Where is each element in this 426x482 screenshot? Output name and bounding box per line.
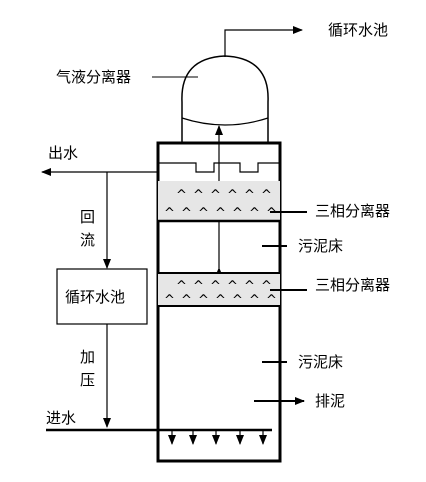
- gas-liquid-separator-dome: [181, 55, 269, 143]
- label-three-phase-separator-upper: 三相分离器: [315, 202, 390, 220]
- svg-text:^: ^: [198, 293, 209, 308]
- three-phase-separator-lower: [158, 274, 280, 306]
- svg-text:^: ^: [244, 188, 255, 203]
- svg-text:^: ^: [198, 206, 209, 221]
- svg-text:^: ^: [261, 279, 272, 294]
- label-circulation-pool-top: 循环水池: [328, 21, 388, 39]
- svg-text:^: ^: [181, 206, 192, 221]
- label-reflux-2: 流: [80, 231, 95, 249]
- svg-text:^: ^: [210, 188, 221, 203]
- circulation-pool-box: [56, 268, 148, 325]
- label-sludge-bed-lower: 污泥床: [298, 353, 343, 371]
- gas-line: [224, 26, 303, 57]
- svg-text:^: ^: [232, 293, 243, 308]
- svg-text:^: ^: [244, 279, 255, 294]
- label-sludge-discharge: 排泥: [315, 392, 345, 410]
- outlet-weir: [158, 162, 280, 173]
- svg-text:^: ^: [227, 188, 238, 203]
- svg-text:^: ^: [210, 279, 221, 294]
- separator-dome-inner-curve: [181, 117, 269, 126]
- label-circulation-pool-box: 循环水池: [65, 288, 125, 306]
- svg-text:^: ^: [164, 206, 175, 221]
- three-phase-separator-upper: [158, 181, 280, 221]
- svg-text:^: ^: [266, 206, 277, 221]
- svg-text:^: ^: [249, 293, 260, 308]
- label-inlet-water: 进水: [46, 409, 76, 427]
- label-sludge-bed-upper: 污泥床: [298, 237, 343, 255]
- svg-text:^: ^: [232, 206, 243, 221]
- inlet-distributor: [168, 430, 267, 445]
- label-pressurize-1: 加: [80, 348, 95, 366]
- separator-upper-pattern: ^^^^^^ ^^^^^^^: [164, 188, 277, 221]
- separator-lower-pattern: ^^^^^^ ^^^^^^^: [164, 279, 277, 308]
- svg-text:^: ^: [193, 279, 204, 294]
- svg-text:^: ^: [215, 206, 226, 221]
- svg-text:^: ^: [266, 293, 277, 308]
- svg-text:^: ^: [193, 188, 204, 203]
- label-three-phase-separator-lower: 三相分离器: [315, 276, 390, 294]
- svg-text:^: ^: [261, 188, 272, 203]
- svg-text:^: ^: [227, 279, 238, 294]
- label-outlet-water: 出水: [48, 144, 78, 162]
- svg-text:^: ^: [249, 206, 260, 221]
- svg-text:^: ^: [164, 293, 175, 308]
- svg-text:^: ^: [176, 279, 187, 294]
- svg-text:^: ^: [176, 188, 187, 203]
- label-gas-liquid-separator: 气液分离器: [56, 68, 131, 86]
- label-reflux-1: 回: [80, 208, 95, 226]
- svg-text:^: ^: [215, 293, 226, 308]
- svg-text:^: ^: [181, 293, 192, 308]
- label-pressurize-2: 压: [80, 371, 95, 389]
